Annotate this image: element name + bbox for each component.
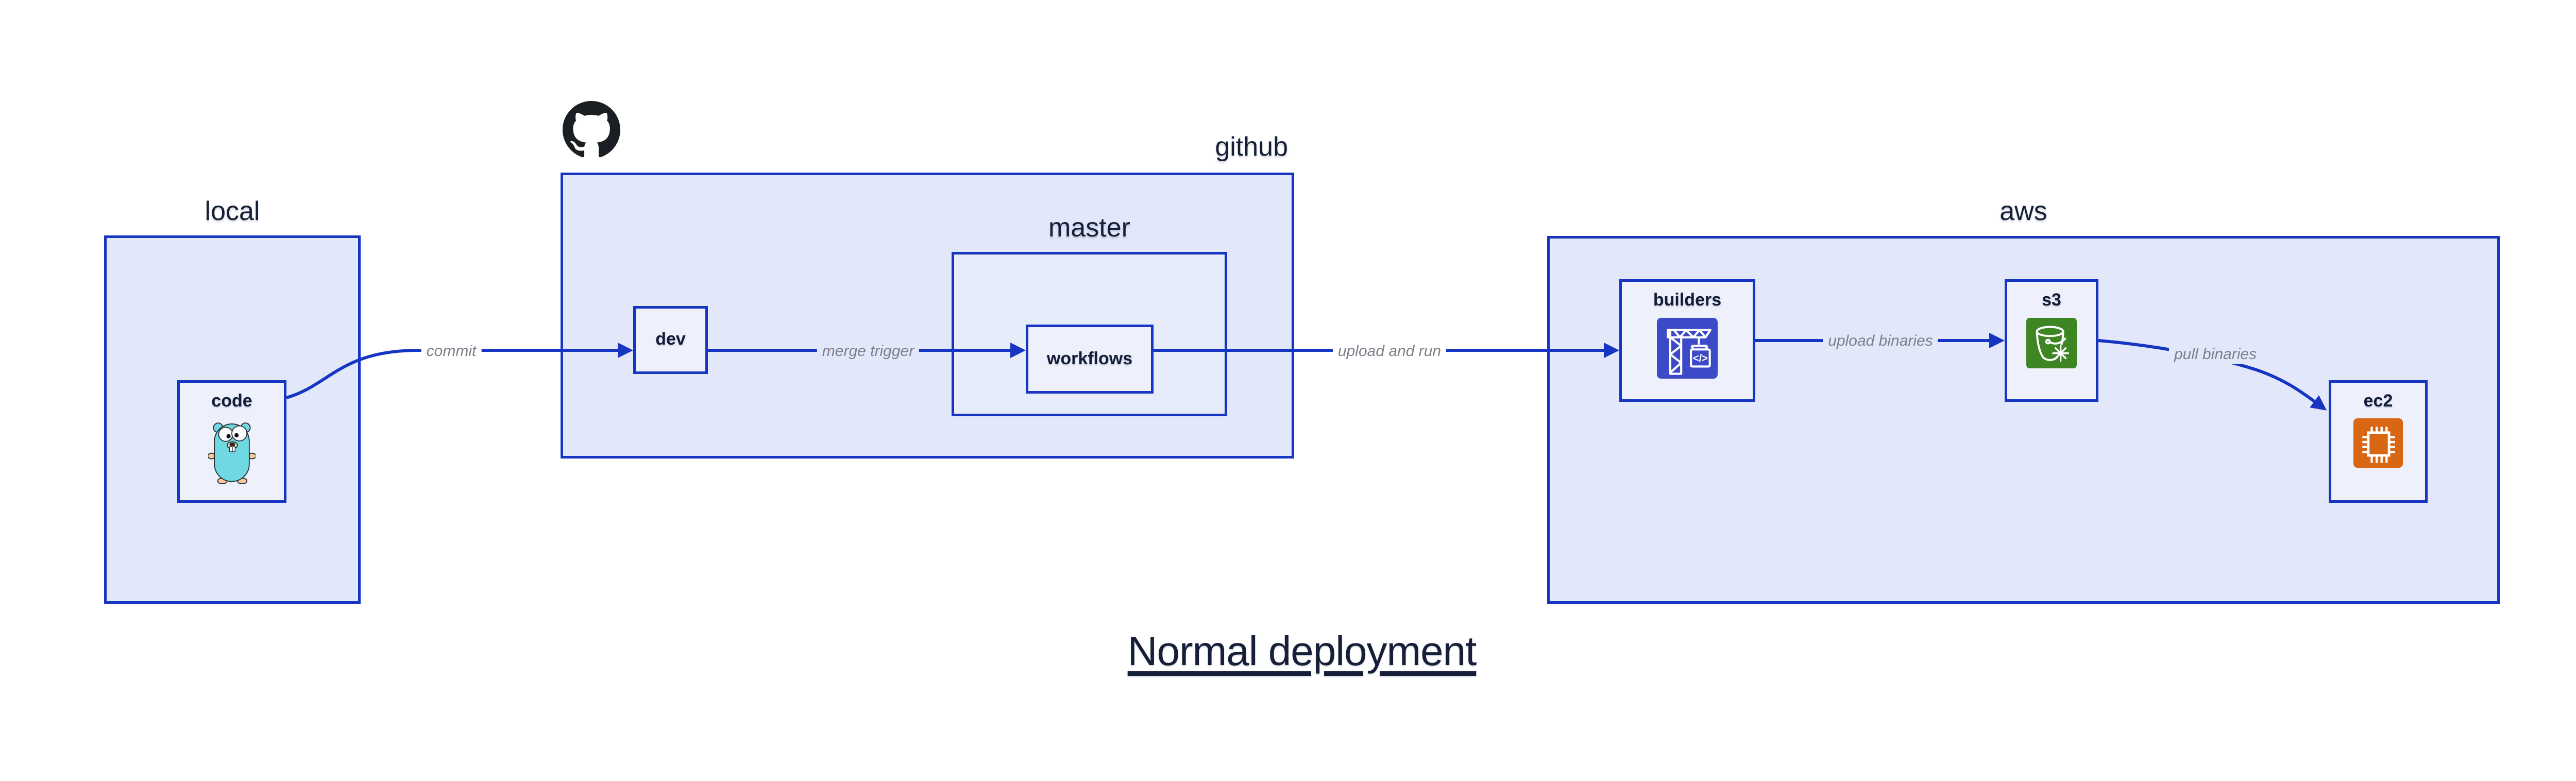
edge-label-upload-binaries: upload binaries — [1823, 331, 1938, 351]
group-label-local: local — [205, 196, 260, 226]
group-label-github: github — [1215, 132, 1288, 162]
node-code: code — [177, 380, 286, 503]
node-dev-label: dev — [655, 329, 686, 349]
node-builders: builders </> — [1619, 279, 1755, 402]
node-workflows-label: workflows — [1046, 349, 1133, 368]
s3-glacier-bucket-icon — [2026, 318, 2077, 368]
codebuild-crane-icon: </> — [1657, 318, 1718, 379]
edge-label-pull-binaries: pull binaries — [2168, 345, 2262, 364]
svg-text:</>: </> — [1693, 353, 1708, 364]
node-s3: s3 — [2005, 279, 2098, 402]
edge-label-upload-and-run: upload and run — [1332, 342, 1447, 361]
node-ec2-label: ec2 — [2363, 391, 2393, 411]
node-workflows: workflows — [1026, 325, 1154, 394]
node-s3-label: s3 — [2042, 290, 2061, 310]
group-label-aws: aws — [1999, 196, 2047, 226]
node-dev: dev — [633, 306, 708, 374]
ec2-chip-icon — [2353, 418, 2403, 468]
github-octocat-icon — [563, 101, 620, 158]
node-builders-label: builders — [1653, 290, 1722, 310]
edge-label-merge-trigger: merge trigger — [817, 342, 920, 361]
edge-label-commit: commit — [421, 342, 482, 361]
group-label-master: master — [1048, 213, 1130, 243]
node-ec2: ec2 — [2329, 380, 2428, 503]
node-code-label: code — [211, 391, 252, 411]
diagram-title: Normal deployment — [1127, 628, 1477, 674]
go-gopher-icon — [208, 422, 256, 484]
